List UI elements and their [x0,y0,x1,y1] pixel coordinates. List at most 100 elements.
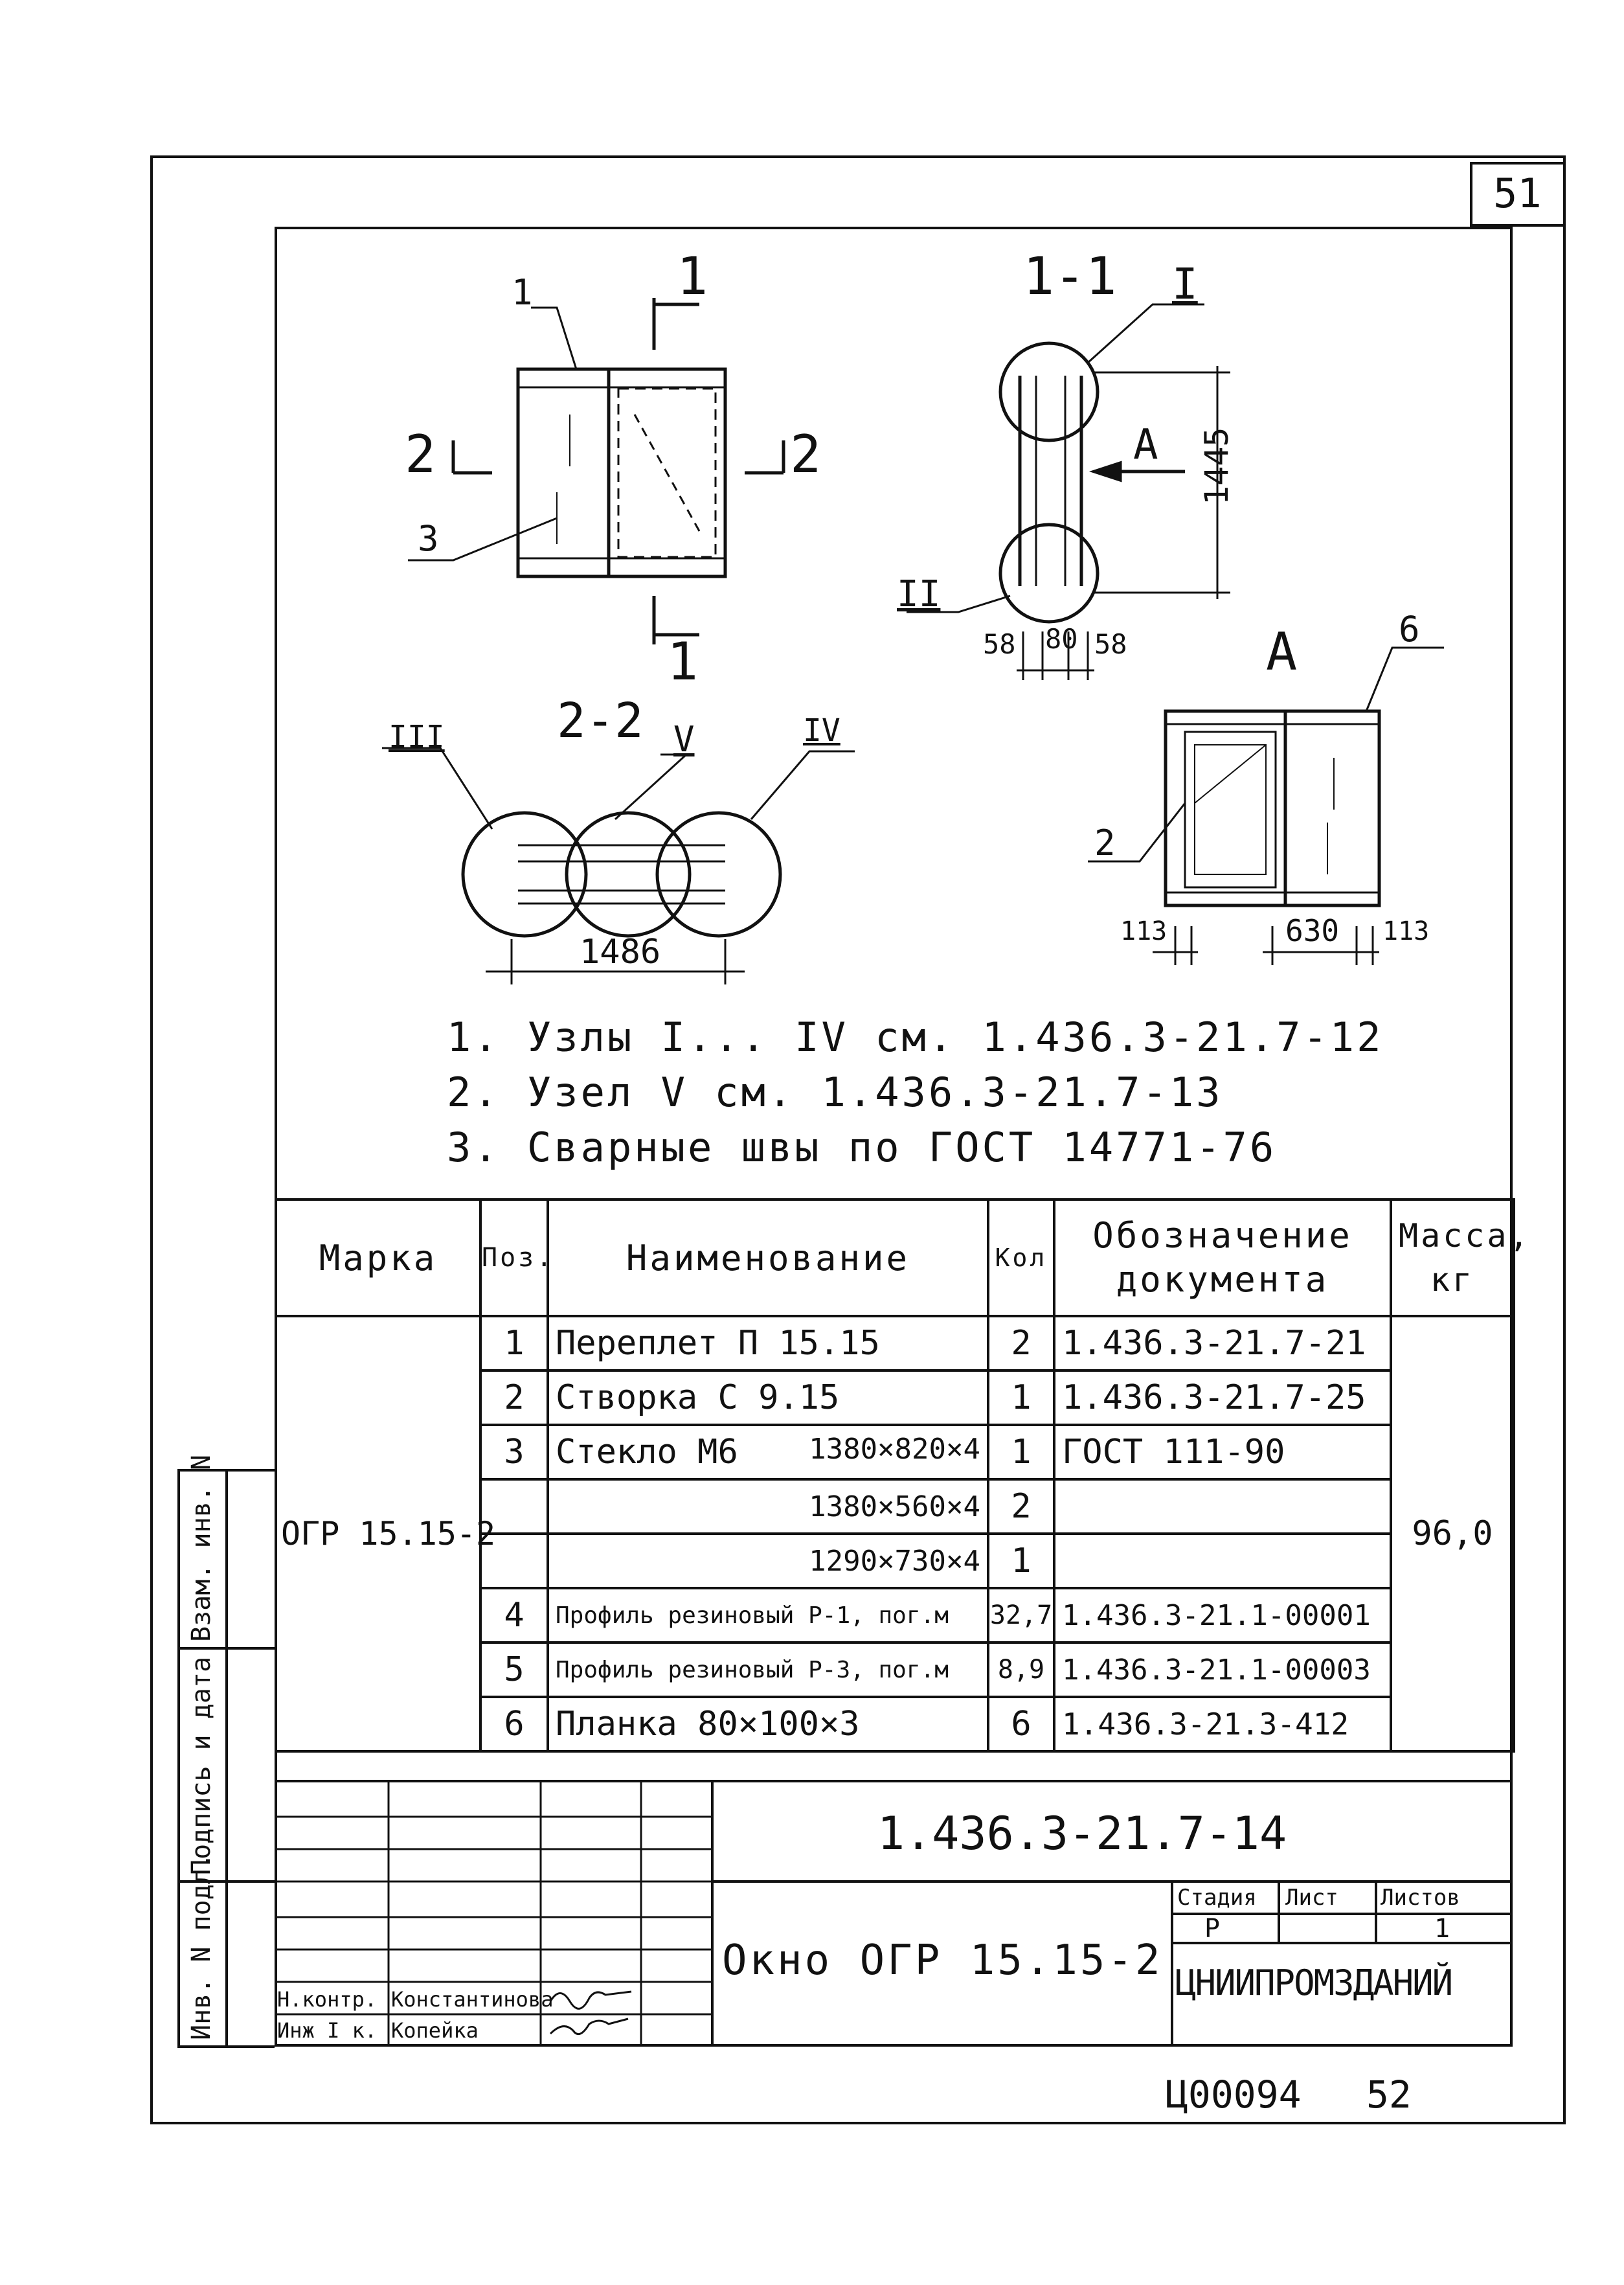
node-IV-circle [655,811,782,938]
row-qty: 2 [987,1478,1055,1535]
row-doc: 1.436.3-21.1-00001 [1053,1587,1392,1644]
section-2-2-title: 2-2 [557,693,644,749]
view-A-pos2-label: 2 [1094,823,1116,863]
node-V-circle [565,811,692,938]
sign-role-2: Инж I к. [277,2018,378,2043]
sheets-label: Листов [1381,1885,1460,1911]
node-IV-label: IV [803,712,840,749]
node-III-label: III [389,719,445,755]
view-A-frame [1164,709,1381,907]
node-I-circle [998,341,1100,442]
title-block-grid [177,1469,1513,2048]
specification-table: Марка Поз. Наименование Кол Обозначение … [275,1198,1529,1753]
section-1-1-dim-58-right: 58 [1094,628,1127,660]
drawing-area [382,298,1444,984]
section-1-1-dim-80: 80 [1045,623,1078,655]
row-pos: 4 [479,1587,549,1644]
note-2: 2. Узел V см. 1.436.3-21.7-13 [447,1069,1223,1116]
row-qty: 32,7 [987,1587,1055,1644]
spec-row: ОГР 15.15-2 1 Переплет П 15.15 2 1.436.3… [275,1315,1515,1753]
spec-row: 1380×560×4 2 [276,1478,1514,1535]
header-doc: Обозначение документа [1053,1198,1392,1317]
view-A-pos6-label: 6 [1399,609,1420,650]
row-name: Стекло М6 1380×820×4 [547,1424,989,1481]
sheet-label: Лист [1285,1885,1338,1911]
outer-frame [150,155,1566,2124]
row-name: Планка 80×100×3 [547,1696,989,1753]
row-qty: 1 [987,1424,1055,1481]
mark-cell: ОГР 15.15-2 [275,1315,495,1753]
spec-row: 1290×730×4 1 [276,1532,1514,1589]
sheets-value: 1 [1434,1914,1450,1944]
row-qty: 8,9 [987,1641,1055,1698]
row-doc: ГОСТ 111-90 [1053,1424,1392,1481]
row-doc: 1.436.3-21.7-21 [1053,1315,1392,1372]
node-II-circle [998,523,1100,624]
header-name: Наименование [547,1198,989,1317]
doc-code: 1.436.3-21.7-14 [877,1807,1287,1860]
cut-1-top-label: 1 [677,246,708,306]
spec-row: 5 Профиль резиновый Р-3, пог.м 8,9 1.436… [276,1641,1514,1698]
row-qty: 1 [987,1532,1055,1589]
row-qty: 6 [987,1696,1055,1753]
view-A-arrow-label: A [1133,421,1158,469]
row-name-size: 1380×820×4 [809,1433,980,1466]
spec-row: 2 Створка С 9.15 1 1.436.3-21.7-25 [276,1369,1514,1426]
row-pos: 6 [479,1696,549,1753]
row-pos [479,1478,549,1535]
drawing-title: Окно ОГР 15.15-2 [722,1937,1163,1984]
spec-row: 4 Профиль резиновый Р-1, пог.м 32,7 1.43… [276,1587,1514,1644]
side-label-inventory: Инв. N подл. [186,1853,216,2040]
row-qty: 2 [987,1315,1055,1372]
row-doc: 1.436.3-21.1-00003 [1053,1641,1392,1698]
section-1-1-title: 1-1 [1023,246,1117,306]
cut-2-left-label: 2 [405,424,436,484]
stage-label: Стадия [1177,1885,1257,1911]
view-A-title: A [1266,622,1298,682]
node-II-label: II [897,573,941,615]
row-name: Створка С 9.15 [547,1369,989,1426]
header-mass-text: Масса, кг [1399,1217,1531,1299]
elevation-pos3-label: 3 [418,518,439,559]
row-doc [1053,1532,1392,1589]
elevation-pos1-label: 1 [512,272,533,313]
spec-row: 6 Планка 80×100×3 6 1.436.3-21.3-412 [276,1696,1514,1753]
bottom-code: Ц00094 [1166,2073,1302,2117]
row-pos: 5 [479,1641,549,1698]
cut-2-right-label: 2 [790,424,822,484]
header-mass: Масса, кг [1390,1198,1529,1317]
inner-frame [275,227,1513,2047]
note-1: 1. Узлы I... IV см. 1.436.3-21.7-12 [447,1014,1384,1061]
row-doc: 1.436.3-21.7-25 [1053,1369,1392,1426]
row-name: Профиль резиновый Р-3, пог.м [547,1641,989,1698]
node-V-label: V [673,719,695,760]
stage-value: Р [1204,1914,1221,1944]
sign-name-2: Копейка [391,2018,479,2043]
header-pos: Поз. [479,1198,552,1317]
view-A-dim-right: 113 [1382,916,1430,946]
row-pos [479,1532,549,1589]
sign-name-1: Константинова [391,1987,554,2012]
side-label-replacement: Взам. инв. N [186,1455,216,1642]
header-mark: Марка [275,1198,482,1317]
header-doc-text: Обозначение документа [1092,1215,1353,1300]
view-A-dim-mid: 630 [1285,913,1340,948]
row-name: Профиль резиновый Р-1, пог.м [547,1587,989,1644]
organization: ЦНИИПРОМЗДАНИЙ [1175,1962,1453,2003]
note-3: 3. Сварные швы по ГОСТ 14771-76 [447,1124,1277,1171]
row-doc: 1.436.3-21.3-412 [1053,1696,1392,1753]
sign-role-1: Н.контр. [277,1987,378,2012]
row-name-size: 1290×730×4 [547,1532,989,1589]
node-III-circle [461,811,588,938]
section-1-1-dim-58-left: 58 [983,628,1016,660]
row-name-size: 1380×560×4 [547,1478,989,1535]
row-pos: 3 [479,1424,549,1481]
width-dimension: 1486 [580,933,661,972]
mass-cell: 96,0 [1390,1315,1515,1753]
signature-1 [549,1990,632,2010]
row-pos: 1 [479,1315,549,1372]
node-I-label: I [1172,259,1198,309]
side-label-signature-date: Подпись и дата [186,1656,216,1875]
row-name-text: Стекло М6 [556,1433,738,1472]
view-A-dim-left: 113 [1120,916,1167,946]
